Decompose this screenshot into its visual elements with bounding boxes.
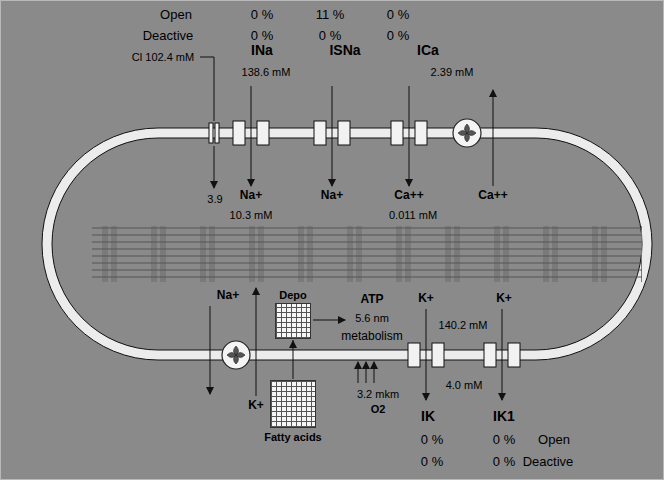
flux-arrow [502,309,503,400]
metabolite-name: O2 [371,403,386,416]
cell-membrane-inner [52,138,642,350]
percent-value: 11 % [316,8,345,23]
flux-arrow [214,146,215,188]
flux-arrow [210,306,211,394]
ion-channels-top [209,121,427,145]
percent-value: 0 % [421,433,443,448]
grid-heading: Fatty acids [264,431,321,443]
concentration-label: 10.3 mM [230,209,273,222]
current-name: INa [251,42,273,58]
flux-arrow [251,86,252,186]
percent-value: 0 % [387,8,409,23]
row-heading: Open [538,433,570,448]
fatty-acid-grid: Fatty acids [270,380,316,428]
flux-arrow [409,86,410,186]
ion-channels-bottom [408,343,520,367]
myofibrils [92,226,642,282]
arrowhead [289,340,297,348]
sarcomere-bands [92,226,642,282]
flux-arrow [256,288,257,396]
concentration-label: 3.2 mkm [357,388,399,401]
metabolite-name: ATP [360,293,383,307]
ion-name: K+ [496,292,512,306]
flux-arrow [332,86,333,186]
percent-value: 0 % [493,455,515,470]
current-name: IK1 [493,408,515,424]
calcium-pump [453,119,481,147]
concentration-label: 4.0 mM [446,379,483,392]
ion-flux-arrows [200,57,502,400]
current-name: IK [421,408,435,424]
sodium-potassium-pump [222,341,250,369]
concentration-label: Cl 102.4 mM [132,51,194,64]
percent-value: 0 % [251,8,273,23]
process-name: metabolism [341,330,402,344]
ion-name: Ca++ [394,189,423,203]
flux-arrow [313,320,345,321]
concentration-label: 138.6 mM [242,66,291,79]
grid-heading: Depo [279,289,307,301]
ion-name: Na+ [217,289,239,303]
concentration-label: 2.39 mM [431,66,474,79]
oxygen-arrow [374,362,375,383]
row-heading: Deactive [523,455,574,470]
leader-line [200,57,214,121]
current-name: ICa [417,42,439,58]
cell-membrane-outer [42,128,652,360]
flux-arrow [426,309,427,400]
ion-name: Na+ [240,189,262,203]
depot-grid: Depo [275,303,311,339]
current-name: ISNa [329,42,360,58]
ion-name: Ca++ [478,189,507,203]
ion-name: K+ [248,399,264,413]
flux-value: 3.9 [207,193,222,206]
percent-value: 0 % [493,433,515,448]
flux-arrow [289,340,297,379]
oxygen-arrow [366,362,367,383]
myofibril-lines [92,228,642,277]
flux-arrow [493,90,494,186]
percent-value: 0 % [251,29,273,44]
ion-name: Na+ [321,189,343,203]
percent-value: 0 % [319,29,341,44]
oxygen-arrow [358,362,359,383]
concentration-label: 140.2 mM [439,319,488,332]
row-heading: Open [160,8,192,23]
concentration-label: 0.011 mM [389,209,437,222]
row-heading: Deactive [143,29,194,44]
concentration-label: 5.6 nm [355,312,389,325]
percent-value: 0 % [387,29,409,44]
ion-name: K+ [418,292,434,306]
percent-value: 0 % [421,455,443,470]
